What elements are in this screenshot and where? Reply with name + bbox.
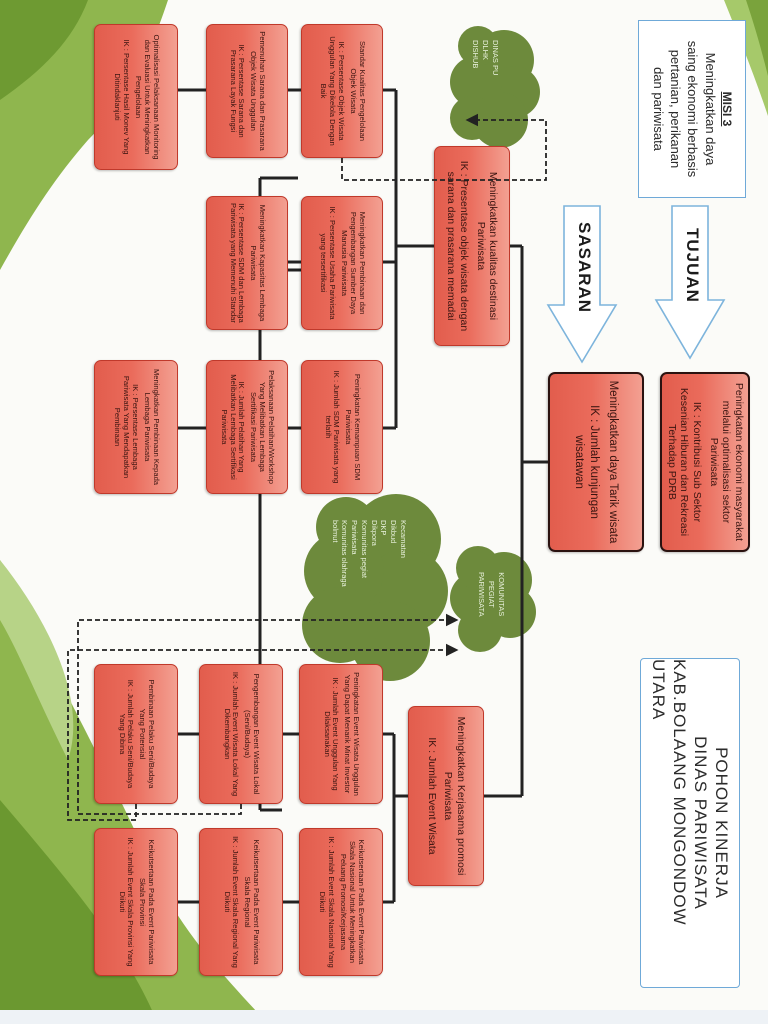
stakeholder-item: Kecamatan [399,520,408,558]
sasaran-arrow [546,205,618,364]
cloud-komunitas-text: KOMUNITAS PEGIAT PARIWISATA [477,572,507,617]
stakeholder-item: DLHK [481,40,491,61]
kegiatan-sarana-prasarana: Pemenuhan Sarana dan Prasarana Objek Wis… [206,24,288,158]
kegiatan-ik: IK : Jumlah Event Skala Regional Yang Di… [222,836,241,968]
kegiatan-pembinaan-sdm: Meningkatkan Pembinaan dan Pengembangan … [301,196,383,330]
kegiatan-ik: IK : Jumlah SDM Pariwisata yang terlatih [323,370,342,484]
kegiatan-ik: IK : Jumlah Event Unggulan Yang Dilaksan… [322,677,341,791]
cloud-komunitas [450,546,536,652]
kegiatan-text: Peningkatan Kemampuan SDM Pariwisata [344,373,363,481]
kegiatan-ik: IK : Jumlah Event Skala Provinsi Yang Di… [117,837,136,967]
kegiatan-pelaku-seni: Pembinaan Pelaku Seni/Budaya Yang Potens… [94,664,178,804]
title-banner: POHON KINERJA DINAS PARIWISATA KAB.BOLAA… [640,658,740,988]
kegiatan-text: Pengembangan Event Wisata Lokal (Seni/Bu… [243,673,262,795]
kegiatan-event-unggulan: Peningkatan Event Wisata Unggulan Yang D… [299,664,383,804]
stakeholder-item: PARIWISATA [477,572,487,617]
kegiatan-text: Keikutsertaan Pada Event Pariwisata Skal… [138,839,157,965]
sasaran-box: Meningkatkan daya Tarik wisata IK : Juml… [548,372,644,552]
misi-text-1: Meningkatkan daya [702,52,718,166]
kegiatan-text: Pelaksanaan Pelatihan/Workshop Yang Meli… [249,370,277,484]
kegiatan-monev: Optimalisasi Pelaksanaan Monitoring dan … [94,24,178,170]
tujuan-label: TUJUAN [683,228,702,303]
kegiatan-event-nasional: Keikutsertaan Pada Event Pariwisata Skal… [299,828,383,976]
kegiatan-event-regional: Keikutsertaan Pada Event Pariwisata Skal… [199,828,283,976]
misi-text-4: dan pariwisata [650,67,666,151]
stakeholder-item: PEGIAT [487,580,497,608]
stakeholder-item: DKP [379,520,389,536]
program-promosi-ik: IK : Jumlah Event Wisata [425,737,438,855]
kegiatan-kemampuan-sdm: Peningkatan Kemampuan SDM Pariwisata IK … [301,360,383,494]
kegiatan-text: Meningkatkan Kapasitas Lembaga Pariwisat… [249,204,268,322]
stakeholder-item: Pariwisata [350,520,360,555]
kegiatan-text: Meningkatkan Pembinaan Kepada Lembaga Pa… [142,368,161,486]
program-promosi-box: Meningkatkan Kerjasama promosi Pariwisat… [408,706,484,886]
stakeholder-item: bolmut [330,520,340,543]
kegiatan-pembinaan-lembaga: Meningkatkan Pembinaan Kepada Lembaga Pa… [94,360,178,494]
kegiatan-standar-kualitas: Standar Kualitas Pengelolaan Objek Wisat… [301,24,383,158]
kegiatan-ik: IK : Jumlah Event Wisata Lokal Yang Dike… [222,671,241,797]
tujuan-text: Peningkatan ekonomi masyarakat melalui o… [707,382,745,542]
kegiatan-text: Pembinaan Pelaku Seni/Budaya Yang Potens… [138,679,157,789]
misi-text-3: pertanian, perikanan [668,49,683,169]
kegiatan-ik: IK : Jumlah Pelaku Seni/Budaya Yang Dibi… [117,679,136,789]
kegiatan-text: Peningkatan Event Wisata Unggulan Yang D… [343,672,362,796]
title-line-2: DINAS PARIWISATA [691,736,711,910]
cloud-kecamatan-text: Kecamatan Dikbud DKP Dikpora Komunitas p… [330,520,408,587]
kegiatan-ik: IK : Jumlah Event Skala Nasional Yang Di… [318,836,337,968]
misi-text-2: saing ekonomi berbasis [685,40,701,178]
kegiatan-text: Keikutsertaan Pada Event Pariwisata Skal… [338,839,366,965]
kegiatan-text: Pemenuhan Sarana dan Prasarana Objek Wis… [249,31,268,151]
stakeholder-item: Dikbud [389,520,399,544]
sasaran-text: Meningkatkan daya Tarik wisata [606,380,619,544]
tujuan-ik: IK : Kontribusi Sub Sektor Kesenian Hibu… [665,387,703,537]
program-promosi-text: Meningkatkan Kerjasama promosi Pariwisat… [442,716,467,876]
kegiatan-ik: IK : Persentase Sarana dan Prasarana Lay… [228,44,247,138]
stakeholder-item: KOMUNITAS [497,572,506,617]
kegiatan-event-lokal: Pengembangan Event Wisata Lokal (Seni/Bu… [199,664,283,804]
program-destinasi-ik: IK : Presentase objek wisata dengan sara… [445,160,470,332]
stakeholder-item: Komunitas olahraga [340,520,350,587]
sasaran-ik: IK : Jumlah kunjungan wisatawan [573,405,600,519]
kegiatan-ik: IK : Persentase Objek Wisata Unggulan Ya… [319,36,346,146]
program-destinasi-box: Meningkatkan kualitas destinasi Pariwisa… [434,146,510,346]
tujuan-arrow [654,205,726,360]
kegiatan-ik: IK : Persentase SDM dan Lembaga Pariwisa… [228,203,247,323]
misi-label: MISI 3 [719,91,734,127]
kegiatan-text: Standar Kualitas Pengelolaan Objek Wisat… [348,40,367,142]
kegiatan-event-provinsi: Keikutsertaan Pada Event Pariwisata Skal… [94,828,178,976]
stakeholder-item: DINAS PU [491,40,500,76]
kegiatan-text: Keikutsertaan Pada Event Pariwisata Skal… [243,839,262,965]
kegiatan-ik: IK : Persentase Hasil Monev Yang Ditinda… [113,39,132,155]
stakeholder-item: Dikpora [369,520,379,546]
sasaran-label: SASARAN [575,222,594,314]
stakeholder-item: DISHUB [471,40,481,69]
kegiatan-ik: IK : Jumlah Pelatihan Yang Melibatkan Le… [219,374,247,480]
title-line-3: KAB.BOLAANG MONGONDOW UTARA [648,659,689,926]
misi-box: MISI 3 Meningkatkan daya saing ekonomi b… [638,20,746,198]
cloud-dinas-pu-text: DINAS PU DLHK DISHUB [471,40,501,76]
tujuan-box: Peningkatan ekonomi masyarakat melalui o… [660,372,750,552]
kegiatan-text: Meningkatkan Pembinaan dan Pengembangan … [339,211,367,315]
kegiatan-ik: IK : Persentase Lembaga Pariwisata Yang … [113,375,140,479]
kegiatan-kapasitas-lembaga: Meningkatkan Kapasitas Lembaga Pariwisat… [206,196,288,330]
kegiatan-text: Optimalisasi Pelaksanaan Monitoring dan … [133,34,161,160]
kegiatan-ik: IK : Persentase Usaha Pariwisata yang te… [319,206,338,320]
program-destinasi-text: Meningkatkan kualitas destinasi Pariwisa… [474,171,500,321]
title-line-1: POHON KINERJA [712,747,732,899]
stakeholder-item: Komunitas pegiat [360,520,369,578]
kegiatan-pelatihan-workshop: Pelaksanaan Pelatihan/Workshop Yang Meli… [206,360,288,494]
